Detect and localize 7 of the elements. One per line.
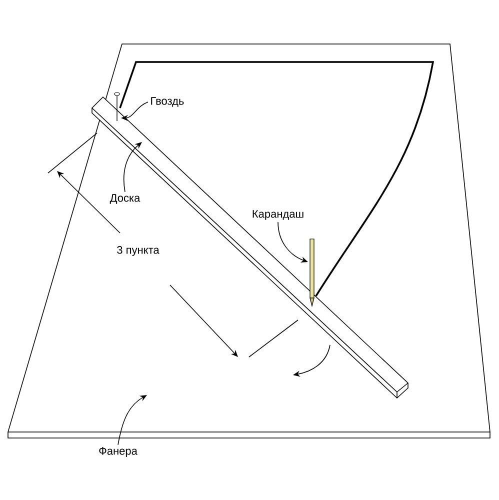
callout-text: Гвоздь	[151, 97, 184, 107]
dimension-label: 3 пункта	[117, 246, 160, 256]
leader-arrow	[123, 142, 142, 192]
callout-text: Фанера	[99, 447, 138, 457]
callout-text: Доска	[110, 194, 140, 204]
callout-text: Карандаш	[252, 210, 304, 220]
leader-arrow	[118, 395, 147, 446]
